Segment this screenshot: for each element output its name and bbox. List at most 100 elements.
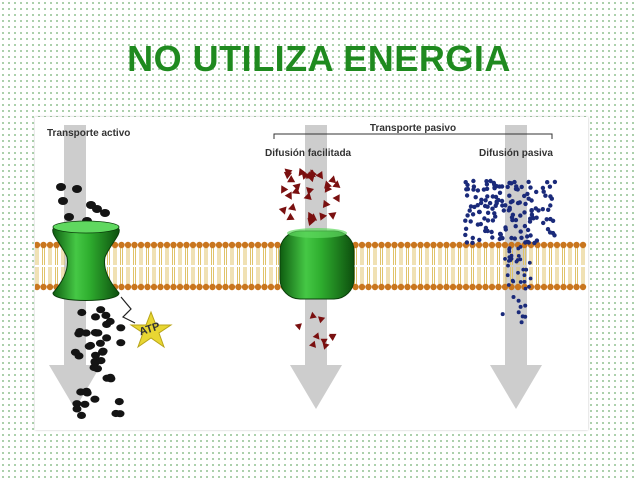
lipid-head (137, 241, 145, 249)
lipid-head (475, 241, 483, 249)
simple-molecule (476, 209, 482, 215)
lipid-head (482, 283, 489, 291)
lipid-head (397, 283, 405, 291)
simple-molecule (533, 206, 538, 211)
simple-molecule (525, 191, 530, 197)
simple-molecule (483, 228, 488, 234)
facilitated-molecule (322, 199, 331, 208)
simple-molecule (467, 208, 472, 213)
active-molecule (100, 209, 110, 217)
active-molecule (56, 183, 66, 191)
lipid-head (449, 241, 457, 249)
active-molecule (72, 185, 82, 193)
facilitated-molecule (286, 212, 295, 221)
lipid-head (144, 283, 151, 291)
simple-molecule (545, 227, 551, 232)
facilitated-molecule (328, 212, 337, 220)
lipid-head (436, 241, 444, 249)
simple-molecule (527, 219, 533, 224)
lipid-head (111, 241, 119, 249)
lipid-head (404, 241, 411, 249)
simple-molecule (501, 208, 506, 213)
simple-molecule (507, 180, 512, 186)
active-molecule (84, 342, 94, 350)
lipid-head (267, 241, 275, 249)
lipid-head (547, 241, 554, 249)
simple-molecule (528, 185, 533, 190)
simple-molecule (541, 189, 546, 194)
lipid-head (456, 283, 463, 291)
simple-molecule (523, 314, 528, 319)
facilitated-molecule (298, 168, 307, 177)
simple-molecule (518, 257, 523, 262)
simple-molecule (477, 237, 482, 243)
lipid-head (254, 283, 262, 291)
simple-molecule (519, 184, 524, 190)
simple-molecule (543, 193, 548, 198)
lipid-head (404, 283, 411, 291)
lipid-head (150, 283, 158, 291)
facilitated-molecule (291, 186, 300, 195)
lipid-head (514, 283, 522, 291)
simple-molecule (506, 263, 510, 268)
simple-molecule (512, 179, 517, 185)
active-molecule (81, 329, 91, 337)
lipid-head (196, 283, 203, 291)
simple-molecule (475, 188, 481, 193)
lipid-head (495, 283, 502, 291)
lipid-head (358, 241, 366, 249)
facilitated-molecule (294, 323, 302, 331)
lipid-head (430, 241, 437, 249)
simple-molecule (485, 194, 490, 199)
facilitated-molecule (315, 171, 323, 180)
lipid-head (248, 241, 255, 249)
lipid-head (261, 283, 268, 291)
lipid-head (573, 283, 580, 291)
atp-star-icon: ATP (120, 296, 173, 349)
lipid-head (35, 283, 41, 291)
simple-molecule (470, 240, 475, 245)
simple-molecule (544, 217, 549, 222)
facilitated-molecule (288, 203, 297, 211)
simple-molecule (472, 204, 477, 210)
label-active-transport: Transporte activo (47, 128, 130, 139)
lipid-head (547, 283, 554, 291)
simple-molecule (507, 247, 512, 252)
lipid-head (423, 241, 431, 249)
facilitated-molecule (332, 194, 340, 203)
lipid-head (235, 241, 242, 249)
simple-molecule (518, 304, 523, 309)
simple-molecule (499, 198, 505, 204)
simple-molecule (522, 273, 527, 278)
simple-molecule (512, 236, 517, 241)
simple-molecule (531, 216, 536, 221)
simple-molecule (490, 235, 495, 240)
lipid-head (189, 241, 197, 249)
lipid-head (462, 283, 470, 291)
lipid-head (475, 283, 483, 291)
simple-molecule (485, 210, 491, 215)
lipid-head (391, 241, 398, 249)
lipid-head (176, 283, 184, 291)
lipid-head (40, 283, 47, 291)
active-molecule (72, 405, 82, 413)
lipid-head (176, 241, 184, 249)
simple-molecule (528, 233, 533, 238)
lipid-head (40, 241, 47, 249)
simple-molecule (497, 236, 502, 242)
active-molecule (98, 347, 108, 355)
simple-molecule (510, 212, 516, 217)
active-molecule (89, 363, 99, 372)
slide-title: NO UTILIZA ENERGIA (127, 38, 511, 79)
simple-molecule (516, 254, 521, 258)
lipid-head (417, 241, 424, 249)
lipid-head (222, 283, 229, 291)
lipid-head (157, 241, 164, 249)
lipid-head (209, 241, 216, 249)
simple-molecule (475, 203, 480, 208)
simple-molecule (521, 267, 526, 272)
simple-molecule (470, 212, 476, 217)
active-molecule (102, 334, 112, 342)
simple-molecule (516, 270, 520, 275)
simple-molecule (463, 218, 468, 223)
